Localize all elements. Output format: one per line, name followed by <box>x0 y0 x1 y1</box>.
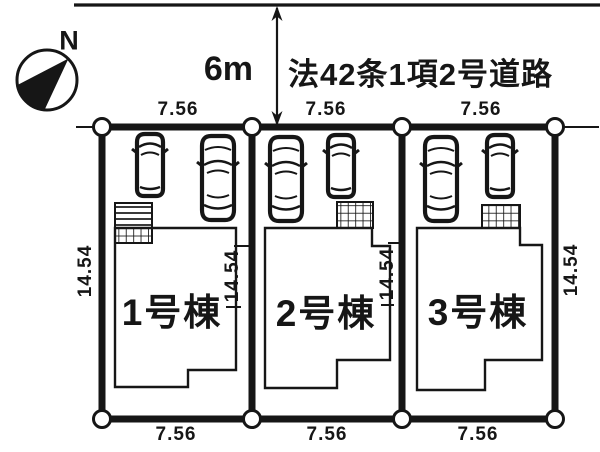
plot3-frontage-top-label: 7.56 <box>460 99 502 120</box>
road-width-dimension-arrow <box>271 6 283 126</box>
plot2-frontage-top-label: 7.56 <box>305 99 347 120</box>
plot1-sedan-car-icon <box>197 136 239 220</box>
plot1-frontage-bottom-label: 7.56 <box>155 424 197 445</box>
depth-label-right-outer: 14.54 <box>561 243 582 297</box>
plot2-van-car-icon <box>323 135 359 197</box>
plot2-sedan-car-icon <box>265 137 307 221</box>
survey-marker <box>242 117 262 137</box>
site-boundary <box>98 123 559 423</box>
depth-dimension-ticks <box>226 242 401 308</box>
survey-marker <box>545 409 565 429</box>
building-2-label: 2号棟 <box>275 293 377 334</box>
road-width-label: 6m <box>203 50 253 88</box>
road-name-label: 法42条1項2号道路 <box>288 57 553 92</box>
plot1-van-car-icon <box>132 134 168 196</box>
building-outline-2 <box>263 226 392 390</box>
survey-marker <box>242 409 262 429</box>
building-outline-1 <box>113 226 238 389</box>
plot2-frontage-bottom-label: 7.56 <box>306 424 348 445</box>
plot1-frontage-top-label: 7.56 <box>157 99 199 120</box>
plot3-sedan-car-icon <box>420 137 462 221</box>
survey-marker <box>92 117 112 137</box>
building-1-label: 1号棟 <box>121 292 223 333</box>
plot3-van-car-icon <box>482 135 518 197</box>
plot2-grid-hatch-area <box>336 201 374 229</box>
depth-label-plot2-inner: 14.54 <box>377 247 398 301</box>
depth-label-plot1-inner: 14.54 <box>222 249 243 303</box>
plot1-stripe-hatch-area <box>114 202 153 229</box>
building-outline-3 <box>415 226 544 392</box>
building-3-label: 3号棟 <box>427 292 529 333</box>
north-label: N <box>59 25 79 56</box>
compass-icon <box>15 48 79 112</box>
plot3-grid-hatch-area <box>481 204 521 229</box>
plot1-grid-hatch-area <box>114 227 153 244</box>
survey-marker <box>92 409 112 429</box>
survey-marker-circles <box>92 117 565 429</box>
plot3-frontage-bottom-label: 7.56 <box>457 424 499 445</box>
depth-label-left-outer: 14.54 <box>75 244 96 298</box>
survey-marker <box>392 409 412 429</box>
survey-marker <box>545 117 565 137</box>
survey-marker <box>392 117 412 137</box>
